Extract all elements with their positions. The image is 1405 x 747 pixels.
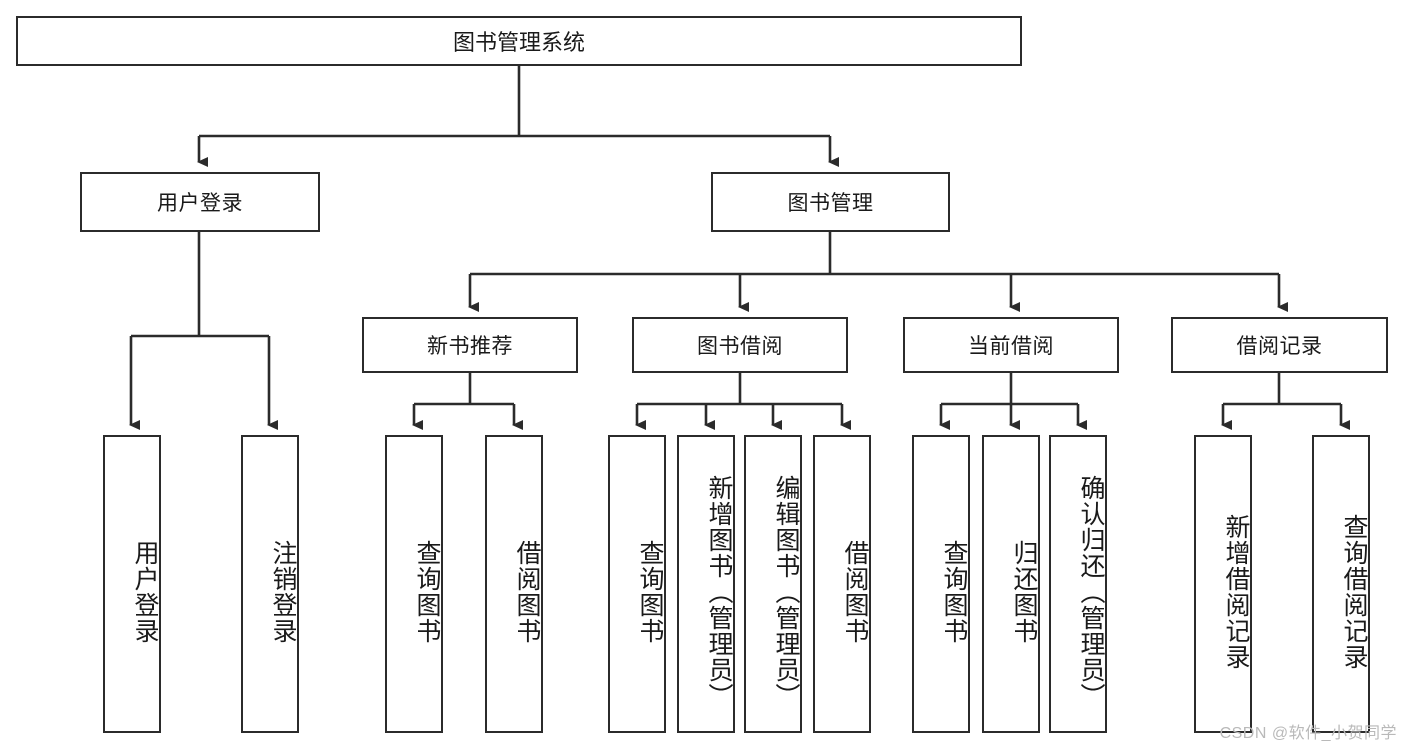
leaf-new-book-borrow[interactable]: 借阅图书	[485, 435, 543, 733]
leaf-book-borrow-edit[interactable]: 编辑图书（管理员）	[744, 435, 802, 733]
watermark-text: CSDN @软件_小贺同学	[1219, 725, 1397, 742]
leaf-borrow-record-add[interactable]: 新增借阅记录	[1194, 435, 1252, 733]
leaf-current-borrow-confirm-return[interactable]: 确认归还（管理员）	[1049, 435, 1107, 733]
node-borrow-record[interactable]: 借阅记录	[1171, 317, 1388, 373]
leaf-book-borrow-add[interactable]: 新增图书（管理员）	[677, 435, 735, 733]
leaf-current-borrow-return[interactable]: 归还图书	[982, 435, 1040, 733]
leaf-user-login-login[interactable]: 用户登录	[103, 435, 161, 733]
node-book-management[interactable]: 图书管理	[711, 172, 950, 232]
node-root-system[interactable]: 图书管理系统	[16, 16, 1022, 66]
leaf-user-login-logout[interactable]: 注销登录	[241, 435, 299, 733]
leaf-current-borrow-query[interactable]: 查询图书	[912, 435, 970, 733]
leaf-new-book-query[interactable]: 查询图书	[385, 435, 443, 733]
node-user-login[interactable]: 用户登录	[80, 172, 320, 232]
leaf-borrow-record-query[interactable]: 查询借阅记录	[1312, 435, 1370, 733]
node-new-book-recommend[interactable]: 新书推荐	[362, 317, 578, 373]
node-book-borrow[interactable]: 图书借阅	[632, 317, 848, 373]
leaf-book-borrow-borrow[interactable]: 借阅图书	[813, 435, 871, 733]
leaf-book-borrow-query[interactable]: 查询图书	[608, 435, 666, 733]
node-current-borrow[interactable]: 当前借阅	[903, 317, 1119, 373]
